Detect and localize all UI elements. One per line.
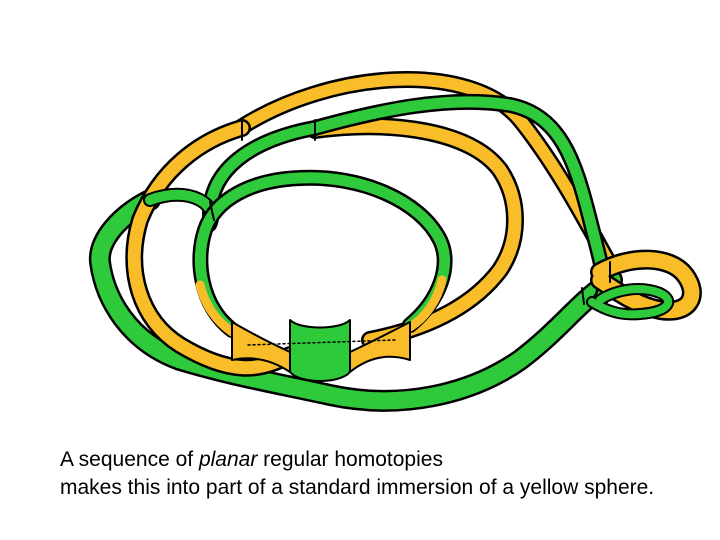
saddle-green-core [289,319,351,382]
second-band-yellow-left [127,121,297,375]
seam-right-lower [581,287,585,305]
caption-line-2: makes this into part of a standard immer… [60,476,474,499]
second-band [125,117,524,377]
crossing-seams [209,119,611,305]
outer-band-green-bottom [91,191,621,410]
caption: A sequence of planar regular homotopies … [60,446,680,502]
caption-line-1: A sequence of planar regular homotopies [60,448,443,471]
inner-loop-green [194,172,451,336]
caption-line-3: of a yellow sphere. [479,476,655,499]
seam-left-inner [209,201,215,221]
outer-band-outline-bottom [88,189,623,412]
saddle-dotted-line [247,339,396,346]
caption-emphasis: planar [198,448,258,471]
inner-loop-band [192,169,453,338]
caption-line-1-post: regular homotopies [257,448,443,471]
second-band-yellow-right [308,119,522,347]
central-saddle [231,319,411,382]
right-loop-yellow [592,252,700,319]
saddle-yellow-wings [231,321,411,373]
inner-loop-yellow-left [195,280,237,337]
band-immersion-diagram [88,71,702,412]
right-loop-green [588,285,673,319]
inner-loop-yellow-right [405,275,447,332]
right-twist-loop [586,249,702,321]
caption-line-1-pre: A sequence of [60,448,199,471]
inner-green-fill-top [204,96,610,306]
